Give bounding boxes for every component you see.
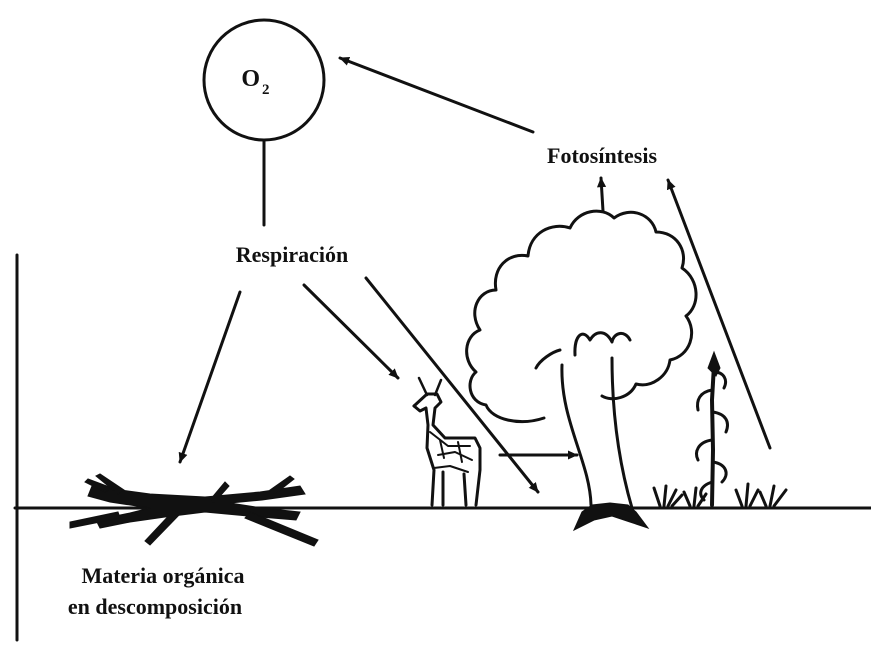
deer-icon — [412, 376, 482, 507]
oxygen-label: O — [241, 66, 260, 92]
oxygen-circle — [202, 18, 326, 142]
arrow-respiration-to-tree-base — [364, 276, 540, 494]
arrow-photosynthesis-to-oxygen — [338, 56, 535, 134]
corn-plant-icon — [695, 350, 729, 507]
decaying-logs-icon — [69, 473, 319, 547]
grass-icon — [652, 482, 788, 508]
arrow-tree-to-photosynthesis — [596, 176, 607, 213]
organic-matter-label-line1: Materia orgánica — [81, 563, 244, 588]
tree-icon — [465, 209, 698, 532]
photosynthesis-label: Fotosíntesis — [547, 143, 657, 168]
organic-matter-label-line2: en descomposición — [68, 594, 242, 619]
respiration-label: Respiración — [236, 242, 348, 267]
arrow-respiration-to-deer — [302, 283, 400, 380]
arrow-plants-to-photosynthesis — [666, 178, 772, 450]
oxygen-subscript: 2 — [262, 82, 270, 98]
arrow-respiration-to-organic-matter — [178, 290, 242, 464]
